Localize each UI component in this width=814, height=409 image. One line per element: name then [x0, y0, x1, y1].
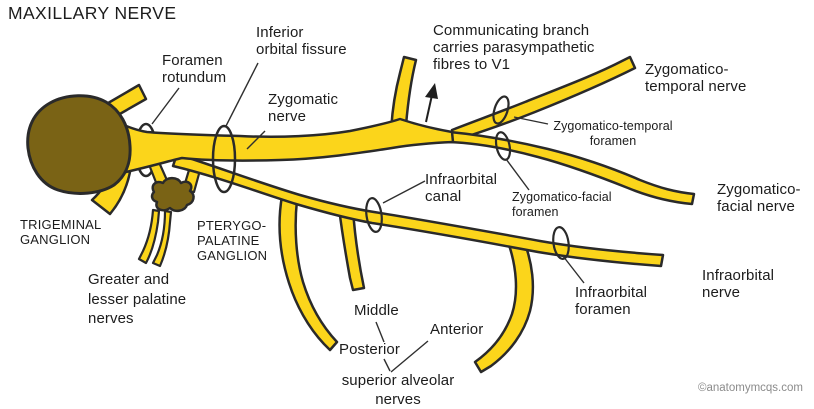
infraorbital-nerve-shape: [171, 152, 665, 268]
inferior-orbital-fissure-ring: [211, 124, 237, 194]
trigeminal-ganglion-shape: [26, 94, 132, 195]
label-zygomaticofacial-foramen: Zygomatico-facial foramen: [512, 190, 612, 219]
watermark: ©anatomymcqs.com: [698, 382, 803, 394]
up-arrow-shaft: [425, 94, 433, 123]
label-infraorbital-foramen: Infraorbital foramen: [575, 284, 648, 318]
label-trigeminal-ganglion: TRIGEMINAL GANGLION: [20, 217, 102, 247]
infraorbital-canal-ring: [365, 197, 383, 233]
greater-palatine-nerve-shape: [137, 208, 161, 265]
zygomaticotemporal-nerve-shape: [450, 55, 637, 143]
anterior-superior-alveolar-shape: [473, 239, 535, 374]
label-zygomaticotemporal-foramen: Zygomatico-temporal foramen: [553, 119, 673, 148]
leader-inferior-orbital-fissure: [225, 62, 259, 127]
page-title: MAXILLARY NERVE: [8, 3, 177, 23]
leader-zygomatic-nerve: [246, 130, 266, 150]
leader-infraorbital-foramen: [562, 255, 585, 284]
posterior-superior-alveolar-shape: [278, 194, 339, 352]
label-middle: Middle: [354, 302, 399, 319]
infraorbital-foramen-ring: [552, 226, 570, 260]
label-communicating-branch: Communicating branch carries parasympath…: [433, 22, 595, 73]
leader-infraorbital-canal: [382, 180, 426, 204]
leader-posterior: [383, 358, 391, 372]
leader-anterior: [390, 340, 429, 373]
leader-foramen-rotundum: [151, 87, 180, 125]
leader-middle: [375, 321, 385, 343]
leader-lines: [151, 62, 585, 373]
label-superior-alveolar-nerves: superior alveolar nerves: [341, 372, 455, 408]
pterygopalatine-ganglion-shape: [150, 176, 195, 213]
label-pterygopalatine-ganglion: PTERYGO- PALATINE GANGLION: [197, 218, 268, 263]
label-zygomaticotemporal-nerve: Zygomatico- temporal nerve: [645, 61, 747, 95]
label-zygomatic-nerve: Zygomatic nerve: [268, 91, 339, 125]
middle-superior-alveolar-shape: [337, 206, 366, 292]
label-anterior: Anterior: [430, 321, 484, 338]
zygomaticotemporal-foramen-ring: [492, 95, 510, 125]
leader-zygomaticotemporal-foramen: [513, 116, 549, 125]
label-posterior: Posterior: [339, 341, 400, 358]
label-foramen-rotundum: Foramen rotundum: [162, 52, 227, 86]
label-palatine-nerves: Greater and lesser palatine nerves: [88, 271, 187, 327]
label-infraorbital-nerve: Infraorbital nerve: [702, 267, 775, 301]
up-arrow-head: [425, 83, 438, 99]
leader-zygomaticofacial-foramen: [505, 158, 530, 191]
label-inferior-orbital-fissure: Inferior orbital fissure: [256, 24, 347, 58]
label-infraorbital-canal: Infraorbital canal: [425, 171, 498, 205]
label-zygomaticofacial-nerve: Zygomatico- facial nerve: [717, 181, 801, 215]
maxillary-trunk-shape: [115, 117, 455, 176]
lesser-palatine-nerve-shape: [151, 209, 173, 268]
